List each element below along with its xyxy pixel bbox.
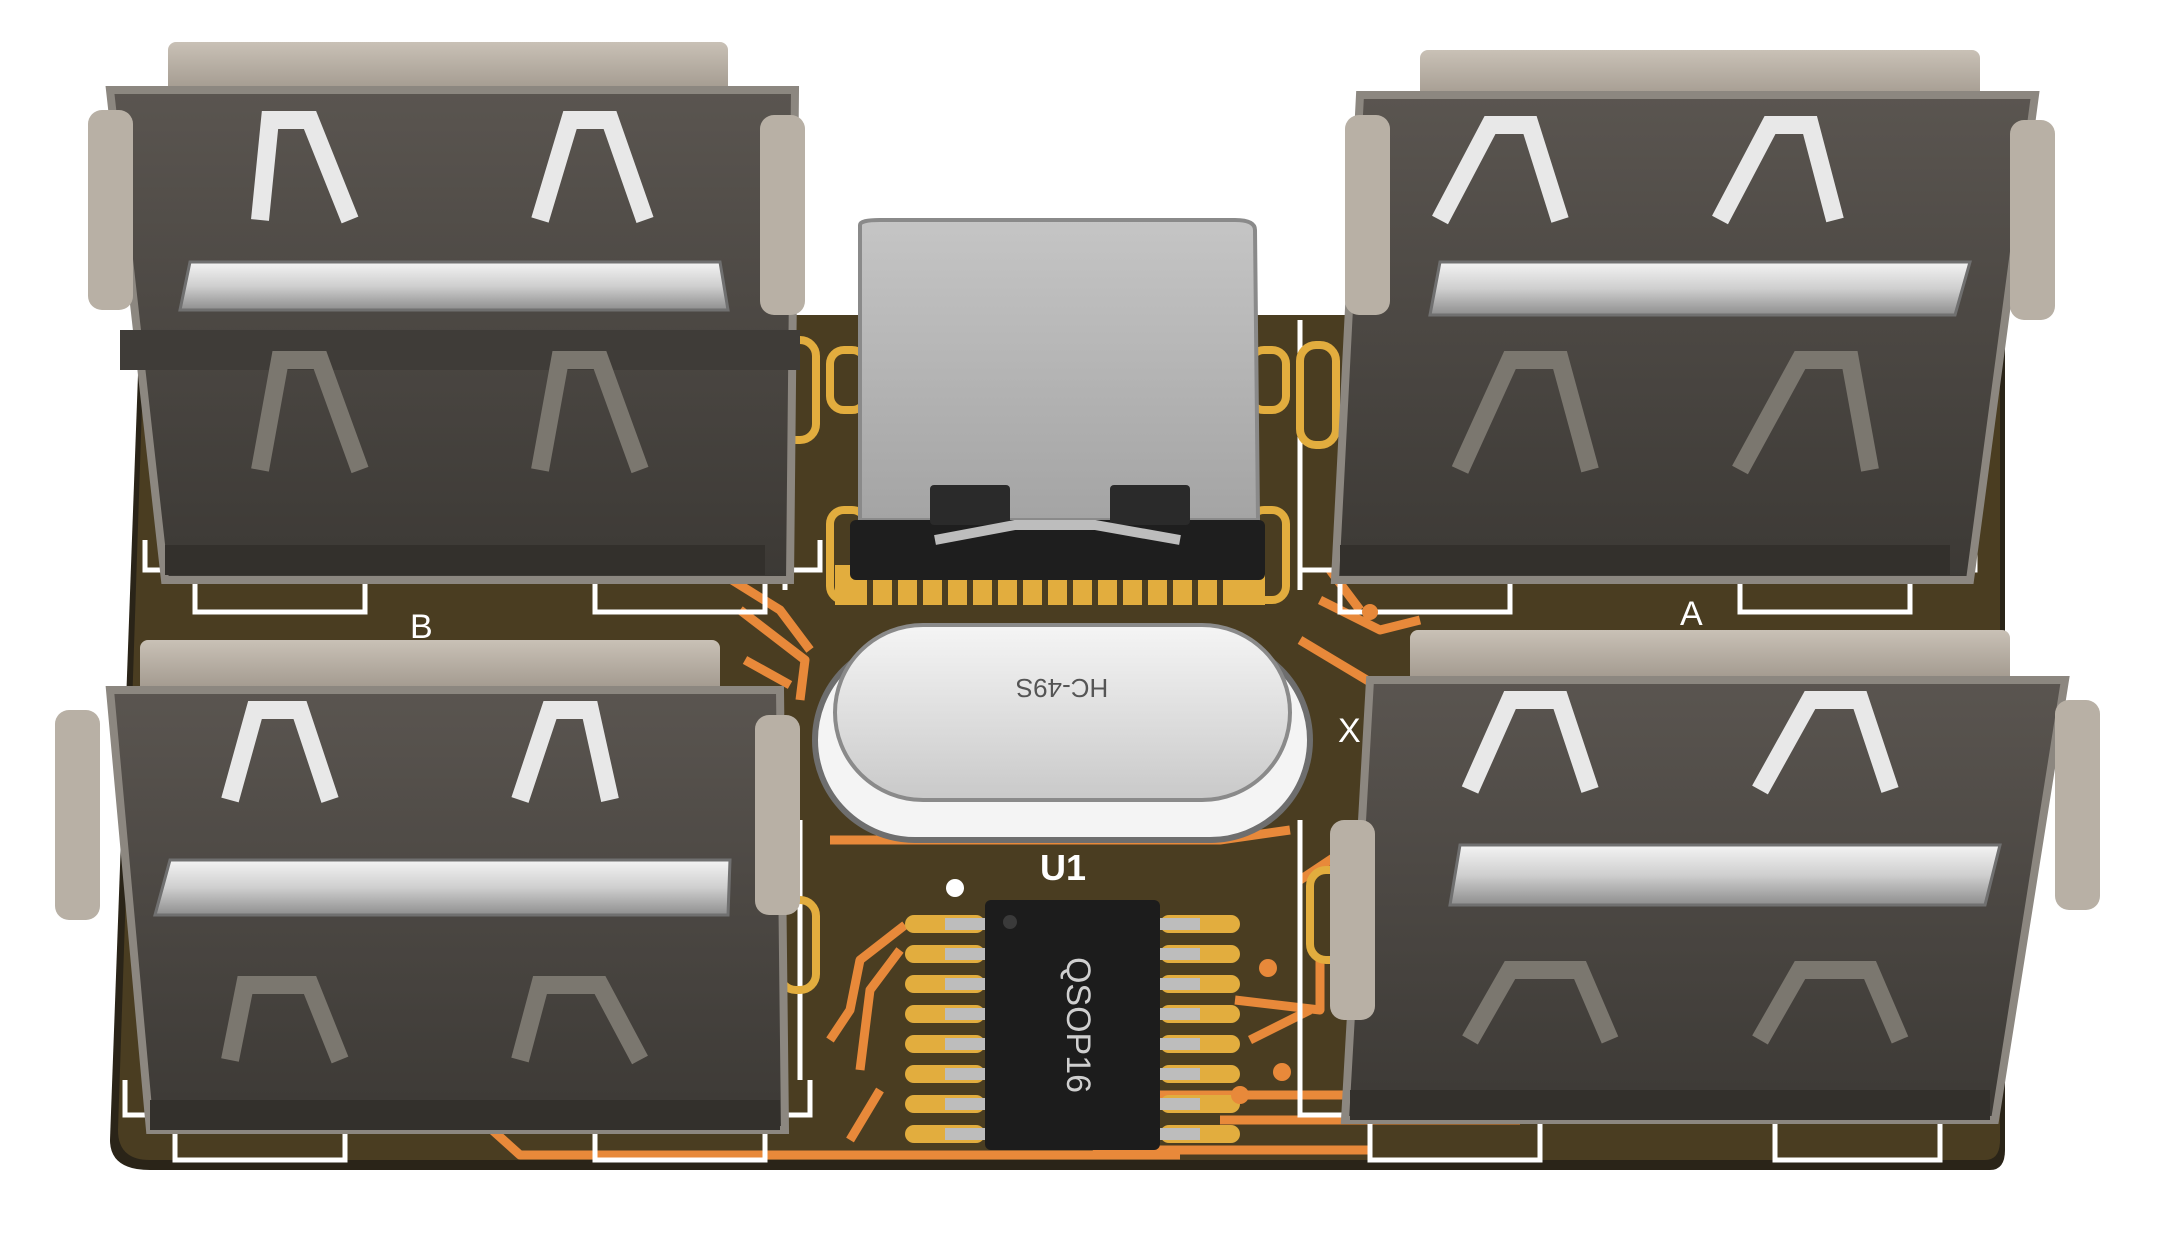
usb-a-tongue: [1448, 843, 2002, 907]
usb-a-port-bottom-right: [1330, 630, 2100, 1124]
usb-a-tongue: [1428, 260, 1972, 317]
port-b-label: B: [410, 608, 433, 646]
hc-49s-crystal: HC-49S: [812, 623, 1313, 843]
crystal-marking: HC-49S: [1016, 673, 1108, 703]
via-group: [1231, 604, 1378, 1104]
port-a-label: A: [1680, 595, 1703, 633]
usb-a-port-bottom-left: [55, 640, 800, 1134]
usb-a-tongue: [153, 858, 732, 917]
usb-a-port-top-right: [1330, 50, 2055, 584]
qsop16-ic: QSOP16: [905, 879, 1240, 1150]
ic-package-marking: QSOP16: [1059, 957, 1097, 1093]
usb-a-port-top-left: [88, 42, 805, 584]
crystal-ref-label: X: [1338, 712, 1361, 750]
ic-ref-label: U1: [1040, 847, 1086, 888]
usb-c-receptacle: [835, 218, 1265, 605]
usb-a-tongue: [178, 260, 730, 312]
